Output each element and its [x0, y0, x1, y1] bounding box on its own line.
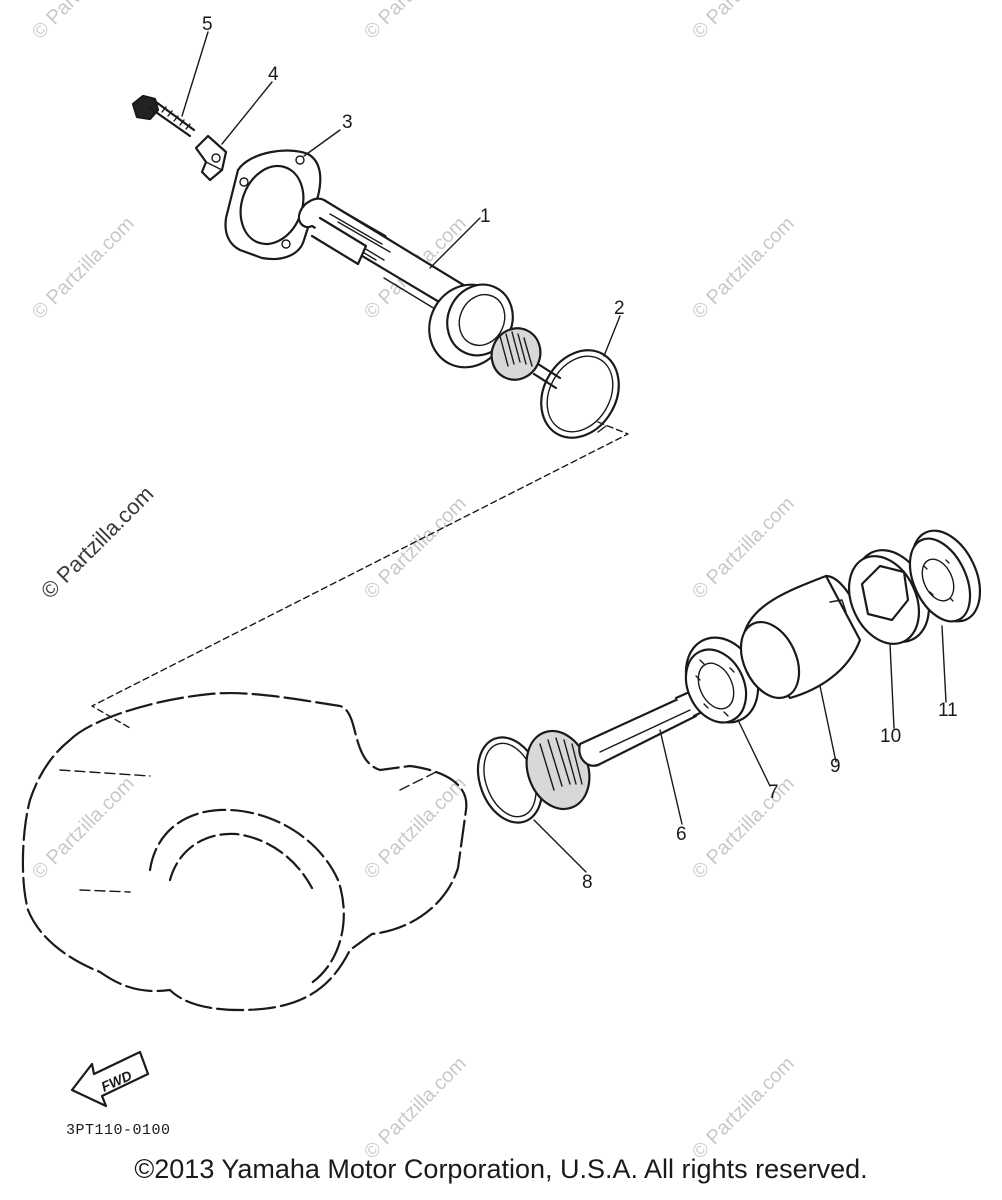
reference-code: 3PT110-0100 — [66, 1122, 171, 1139]
crankcase-outline — [21, 691, 468, 1012]
part-1-shaft — [297, 197, 562, 390]
part-11-bearing — [908, 529, 982, 623]
callout-4: 4 — [268, 64, 279, 85]
watermark: © Partzilla.com — [28, 213, 139, 324]
watermark: © Partzilla.com — [360, 0, 471, 44]
callout-11: 11 — [938, 700, 958, 721]
callout-2: 2 — [614, 298, 625, 319]
watermark: © Partzilla.com — [688, 773, 799, 884]
watermark-main: © Partzilla.com — [36, 481, 159, 604]
callout-leaders — [181, 31, 947, 873]
fwd-arrow-icon: FWD — [70, 1050, 150, 1108]
callout-7: 7 — [768, 782, 779, 803]
callout-3: 3 — [342, 112, 353, 133]
part-5-bolt — [131, 94, 196, 138]
watermark: © Partzilla.com — [688, 1053, 799, 1164]
part-9-sleeve — [739, 574, 864, 700]
part-4-bracket — [194, 134, 228, 182]
watermark: © Partzilla.com — [360, 1053, 471, 1164]
watermark: © Partzilla.com — [28, 0, 139, 44]
part-2-circlip — [540, 349, 620, 439]
callout-5: 5 — [202, 14, 213, 35]
copyright-notice: ©2013 Yamaha Motor Corporation, U.S.A. A… — [134, 1154, 868, 1184]
part-7-bearing — [684, 636, 760, 724]
callout-10: 10 — [880, 726, 901, 747]
callout-labels: 5 4 3 1 2 6 7 8 9 10 11 — [202, 14, 958, 893]
watermark: © Partzilla.com — [688, 0, 799, 44]
watermark: © Partzilla.com — [360, 493, 471, 604]
watermark: © Partzilla.com — [28, 773, 139, 884]
leader-line — [91, 421, 629, 729]
watermark: © Partzilla.com — [360, 773, 471, 884]
callout-6: 6 — [676, 824, 687, 845]
callout-1: 1 — [480, 206, 491, 227]
watermark: © Partzilla.com — [688, 493, 799, 604]
callout-9: 9 — [830, 756, 841, 777]
watermark: © Partzilla.com — [688, 213, 799, 324]
callout-8: 8 — [582, 872, 593, 893]
watermarks: © Partzilla.com © Partzilla.com © Partzi… — [28, 0, 799, 1164]
